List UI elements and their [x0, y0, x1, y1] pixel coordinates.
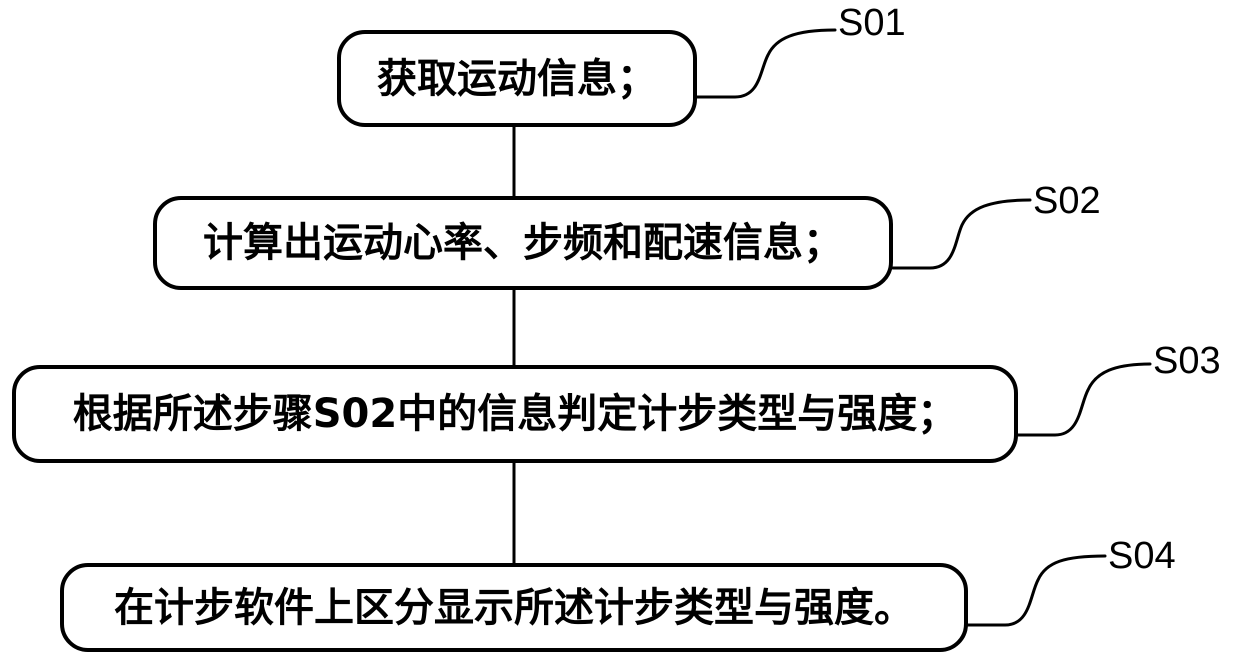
leader-curve-s04: [968, 556, 1105, 625]
step-text-s02: 计算出运动心率、步频和配速信息；: [203, 223, 843, 263]
step-label-s04: S04: [1108, 537, 1176, 575]
step-text-s01: 获取运动信息；: [377, 59, 657, 99]
step-label-s03: S03: [1153, 342, 1221, 380]
step-box-s02: 计算出运动心率、步频和配速信息；: [153, 196, 893, 290]
leader-curve-s02: [893, 200, 1030, 268]
leader-curve-s03: [1018, 364, 1150, 435]
step-box-s01: 获取运动信息；: [337, 30, 697, 127]
step-text-s03: 根据所述步骤S02中的信息判定计步类型与强度；: [73, 394, 957, 434]
step-box-s04: 在计步软件上区分显示所述计步类型与强度。: [60, 563, 968, 652]
leader-curve-s01: [697, 30, 835, 97]
step-label-s01: S01: [838, 4, 906, 42]
step-box-s03: 根据所述步骤S02中的信息判定计步类型与强度；: [12, 365, 1018, 463]
step-label-s02: S02: [1033, 182, 1101, 220]
step-text-s04: 在计步软件上区分显示所述计步类型与强度。: [114, 588, 914, 628]
